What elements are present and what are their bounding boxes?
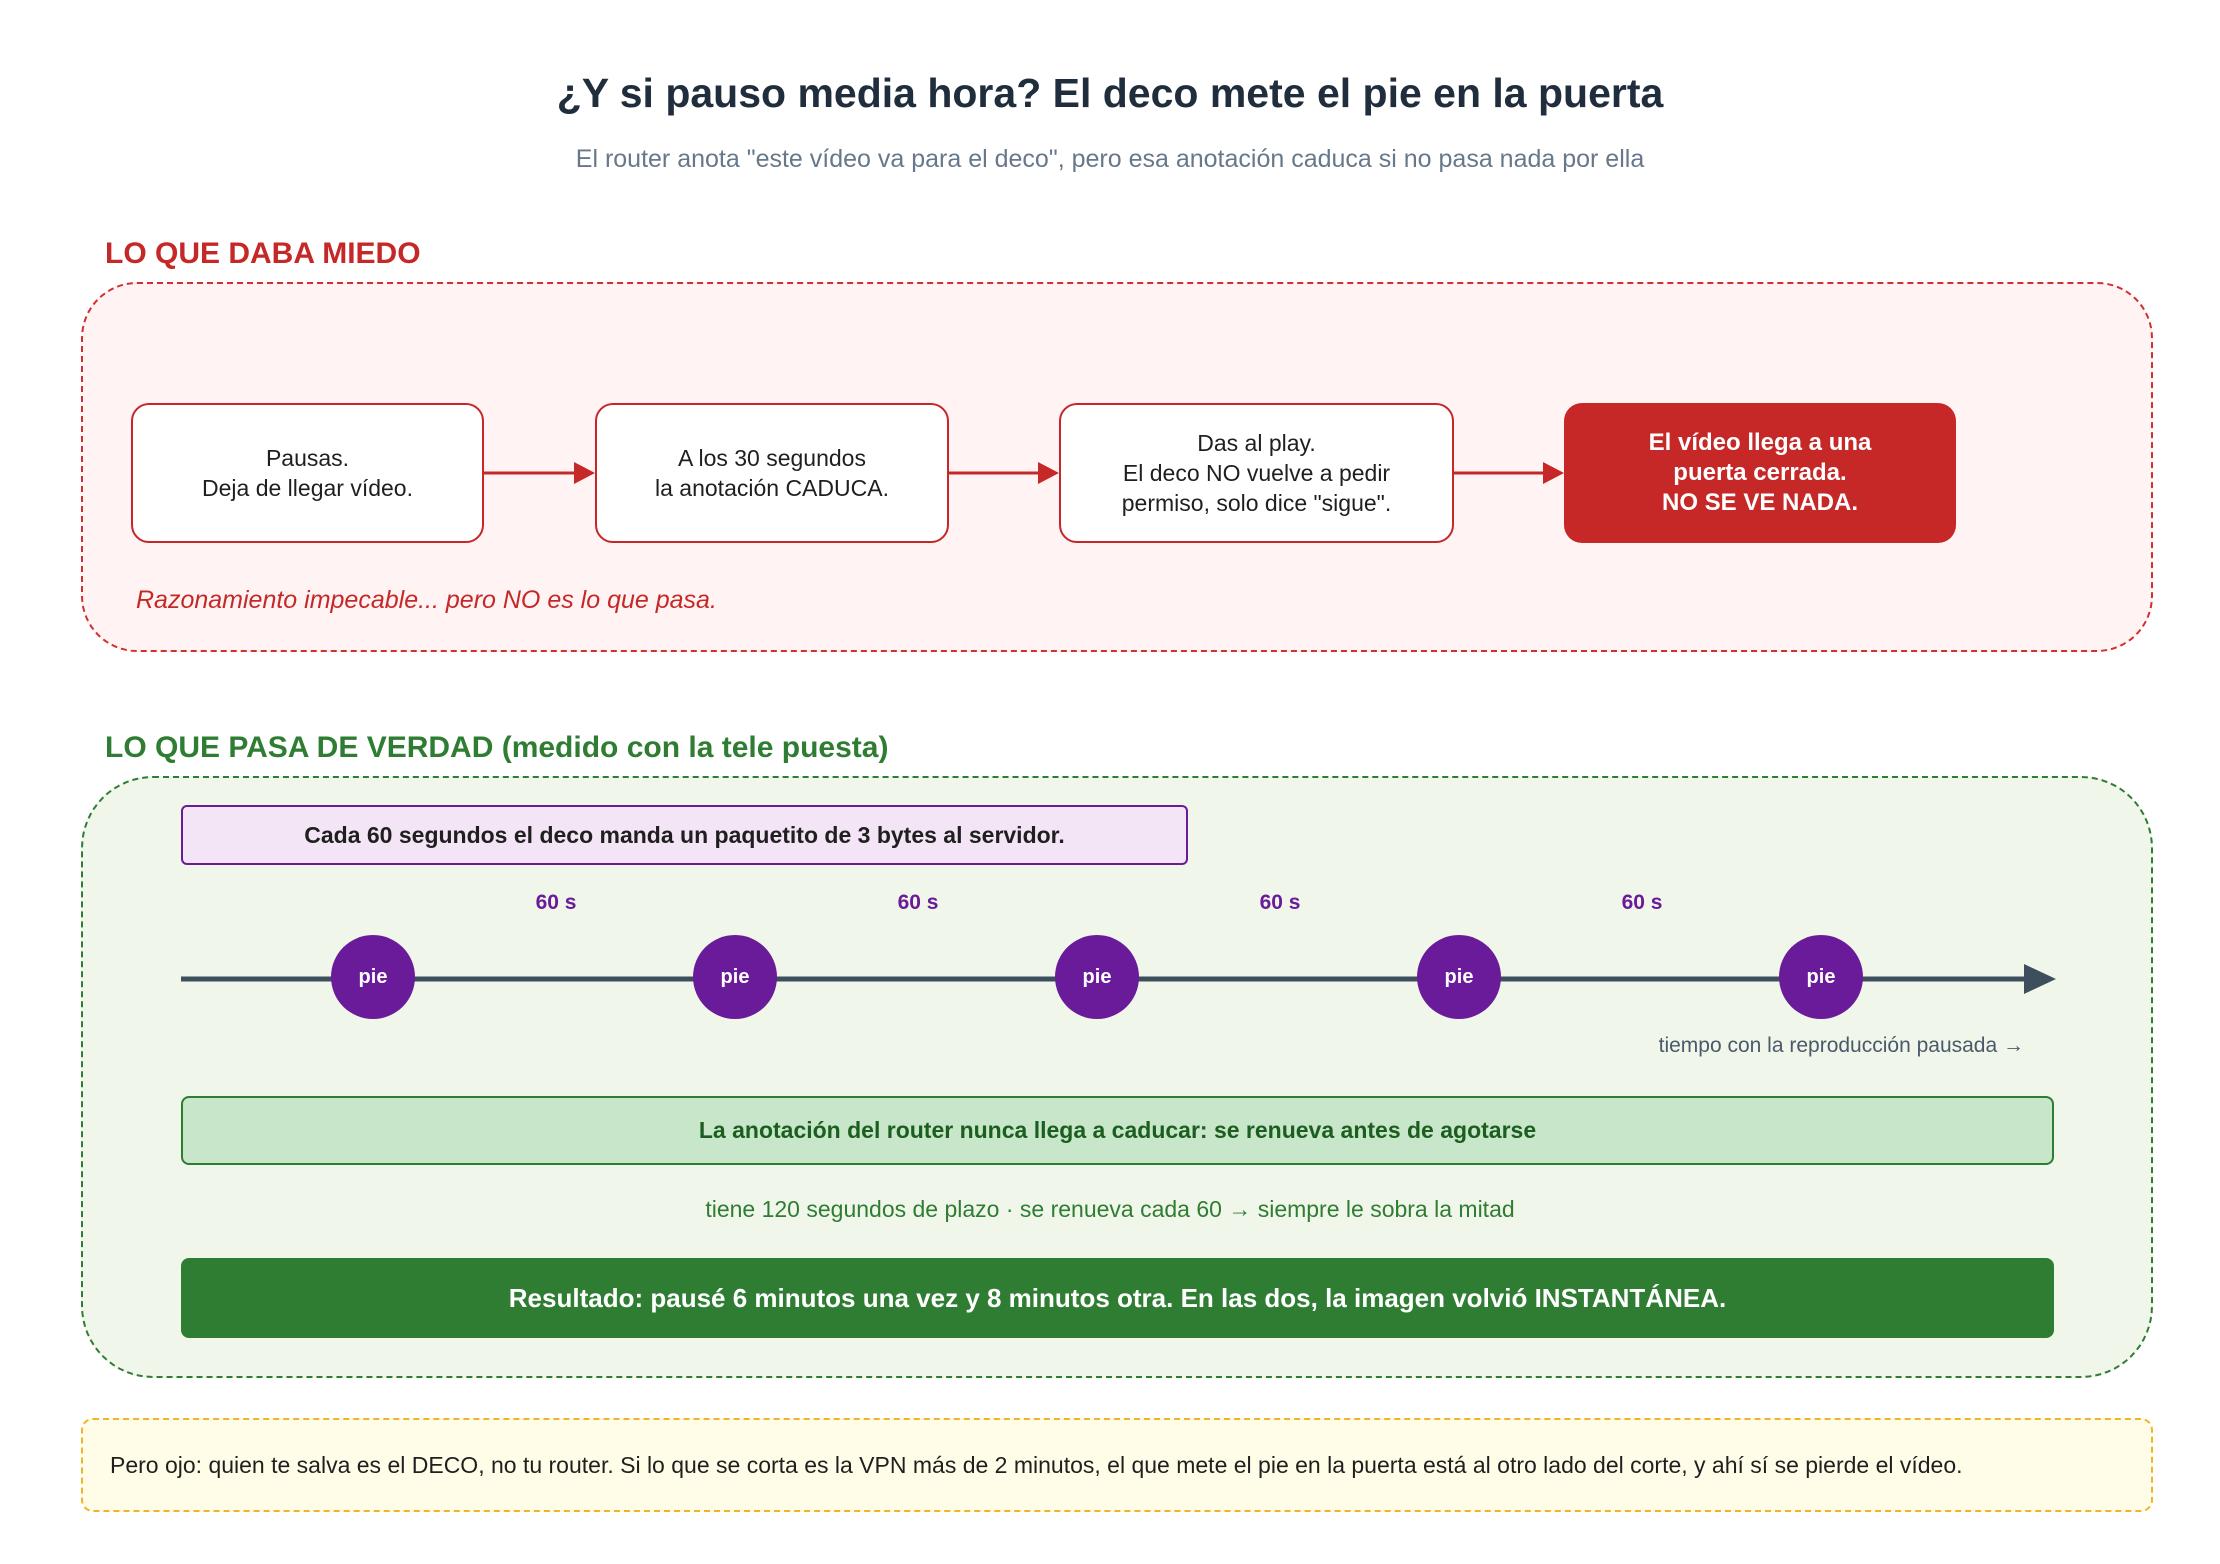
fear-section-heading: LO QUE DABA MIEDO — [105, 237, 421, 270]
page-title: ¿Y si pauso media hora? El deco mete el … — [556, 70, 1664, 116]
page-subtitle: El router anota "este vídeo va para el d… — [575, 145, 1645, 173]
fear-step-play: Das al play. El deco NO vuelve a pedir p… — [1059, 403, 1454, 543]
timeline-caption: tiempo con la reproducción pausada → — [1658, 1034, 2024, 1057]
reality-section-heading: LO QUE PASA DE VERDAD (medido con la tel… — [105, 731, 889, 764]
flow-arrow-1-head — [574, 462, 595, 484]
interval-label-3: 60 s — [1259, 891, 1301, 914]
interval-label-4: 60 s — [1621, 891, 1663, 914]
interval-label-1: 60 s — [535, 891, 577, 914]
warning-text: Pero ojo: quien te salva es el DECO, no … — [110, 1451, 1963, 1478]
pie-heartbeat-4: pie — [1417, 935, 1501, 1019]
result-box: Resultado: pausé 6 minutos una vez y 8 m… — [181, 1258, 2054, 1338]
fear-step-expire: A los 30 segundos la anotación CADUCA. — [595, 403, 949, 543]
timeline-arrowhead — [2024, 964, 2056, 994]
flow-arrow-2-head — [1038, 462, 1059, 484]
pie-heartbeat-5: pie — [1779, 935, 1863, 1019]
fear-step-pause: Pausas. Deja de llegar vídeo. — [131, 403, 484, 543]
interval-label-2: 60 s — [897, 891, 939, 914]
pie-heartbeat-3: pie — [1055, 935, 1139, 1019]
pie-heartbeat-1: pie — [331, 935, 415, 1019]
fear-step-result: El vídeo llega a una puerta cerrada. NO … — [1564, 403, 1956, 543]
heartbeat-note: Cada 60 segundos el deco manda un paquet… — [181, 805, 1188, 865]
fear-note: Razonamiento impecable... pero NO es lo … — [136, 586, 717, 614]
flow-arrow-3-head — [1543, 462, 1564, 484]
renew-detail: tiene 120 segundos de plazo · se renueva… — [705, 1196, 1515, 1222]
pie-heartbeat-2: pie — [693, 935, 777, 1019]
renew-box: La anotación del router nunca llega a ca… — [181, 1096, 2054, 1165]
warning-box: Pero ojo: quien te salva es el DECO, no … — [81, 1418, 2153, 1512]
